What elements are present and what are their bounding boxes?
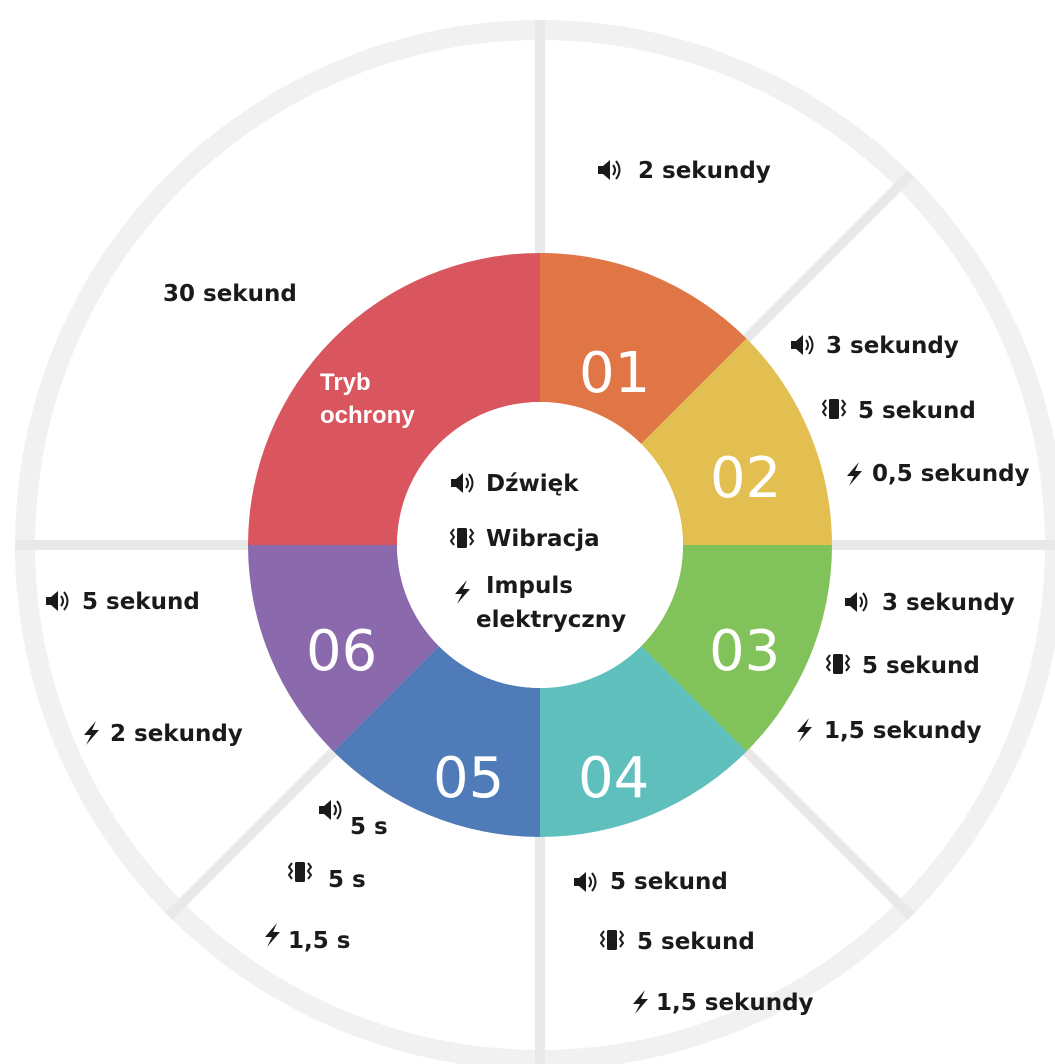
ring-segment-04 <box>540 646 747 837</box>
ring-segment-03 <box>641 545 832 752</box>
legend-impulse-label-line2: elektryczny <box>476 607 626 633</box>
mode-02-number: 02 <box>710 446 781 511</box>
m02-sound-duration: 3 sekundy <box>826 333 959 359</box>
m03-impulse-duration: 1,5 sekundy <box>824 718 982 744</box>
mode-05-number: 05 <box>433 746 504 811</box>
m05-sound-duration: 5 s <box>350 814 388 840</box>
m03-sound-duration: 3 sekundy <box>882 590 1015 616</box>
m02-impulse-duration: 0,5 sekundy <box>872 461 1030 487</box>
legend-sound-label: Dźwięk <box>486 471 579 497</box>
legend-impulse-label-line1: Impuls <box>486 573 573 599</box>
ring-segment-protect <box>248 253 540 545</box>
legend-vibration-label: Wibracja <box>486 526 600 552</box>
mode-ring <box>248 253 832 837</box>
mode-01-number: 01 <box>579 341 650 406</box>
m04-vibration-duration: 5 sekund <box>637 929 755 955</box>
m03-vibration-duration: 5 sekund <box>862 653 980 679</box>
protect-duration: 30 sekund <box>163 281 297 307</box>
m02-vibration-duration: 5 sekund <box>858 398 976 424</box>
m05-vibration-duration: 5 s <box>328 867 366 893</box>
m04-sound-duration: 5 sekund <box>610 869 728 895</box>
protect-mode-label-line2: ochrony <box>320 402 415 429</box>
mode-04-number: 04 <box>578 746 649 811</box>
mode-06-number: 06 <box>306 619 377 684</box>
m04-impulse-duration: 1,5 sekundy <box>656 990 814 1016</box>
m01-sound-duration: 2 sekundy <box>638 158 771 184</box>
ring-segment-06 <box>248 545 439 752</box>
center-circle <box>397 402 683 688</box>
m05-impulse-duration: 1,5 s <box>288 928 350 954</box>
ring-segment-01 <box>540 253 747 444</box>
ring-segment-05 <box>333 646 540 837</box>
mode-03-number: 03 <box>709 619 780 684</box>
ring-segment-02 <box>641 338 832 545</box>
protect-mode-label-line1: Tryb <box>320 369 371 396</box>
m06-impulse-duration: 2 sekundy <box>110 721 243 747</box>
m06-sound-duration: 5 sekund <box>82 589 200 615</box>
